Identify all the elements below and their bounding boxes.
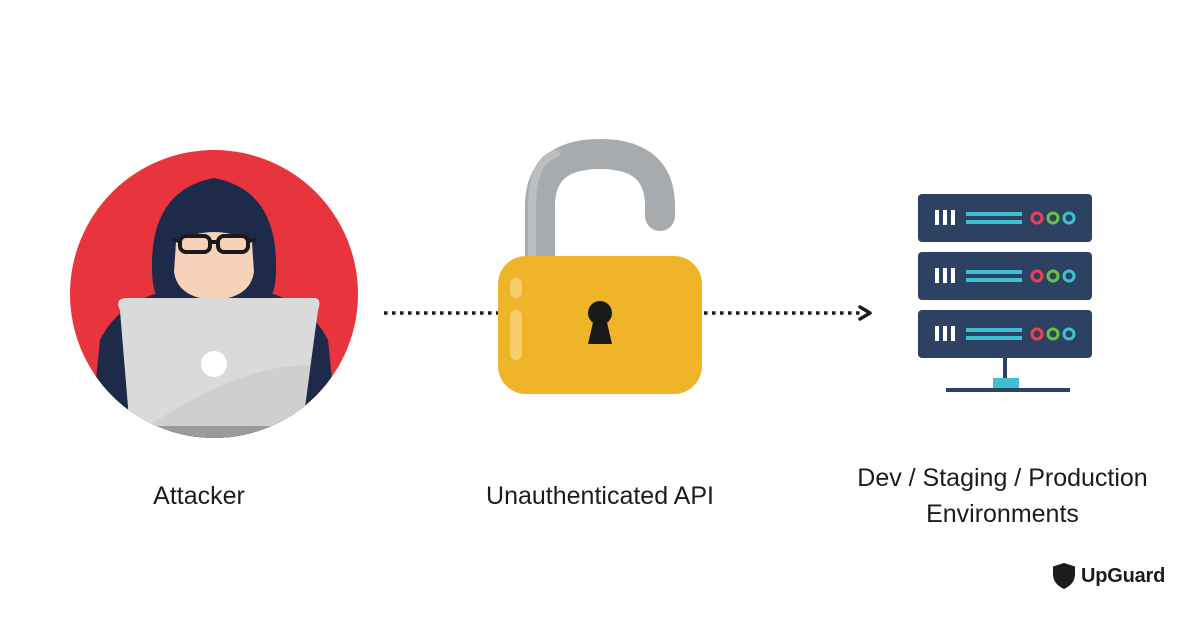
environments-label: Dev / Staging / Production Environments xyxy=(830,460,1175,533)
dotted-connector xyxy=(384,311,498,315)
brand-name: UpGuard xyxy=(1081,564,1166,587)
environments-label-line1: Dev / Staging / Production xyxy=(857,464,1148,492)
dotted-arrow-connector xyxy=(704,305,872,321)
environments-label-line2: Environments xyxy=(926,500,1079,529)
shield-icon xyxy=(1053,563,1075,589)
attacker-label: Attacker xyxy=(153,482,245,510)
brand-logo: UpGuard xyxy=(1052,560,1165,592)
unlocked-padlock-icon xyxy=(496,138,706,396)
server-rack-icon xyxy=(916,192,1096,394)
api-label: Unauthenticated API xyxy=(486,482,714,510)
attacker-icon xyxy=(70,150,358,438)
